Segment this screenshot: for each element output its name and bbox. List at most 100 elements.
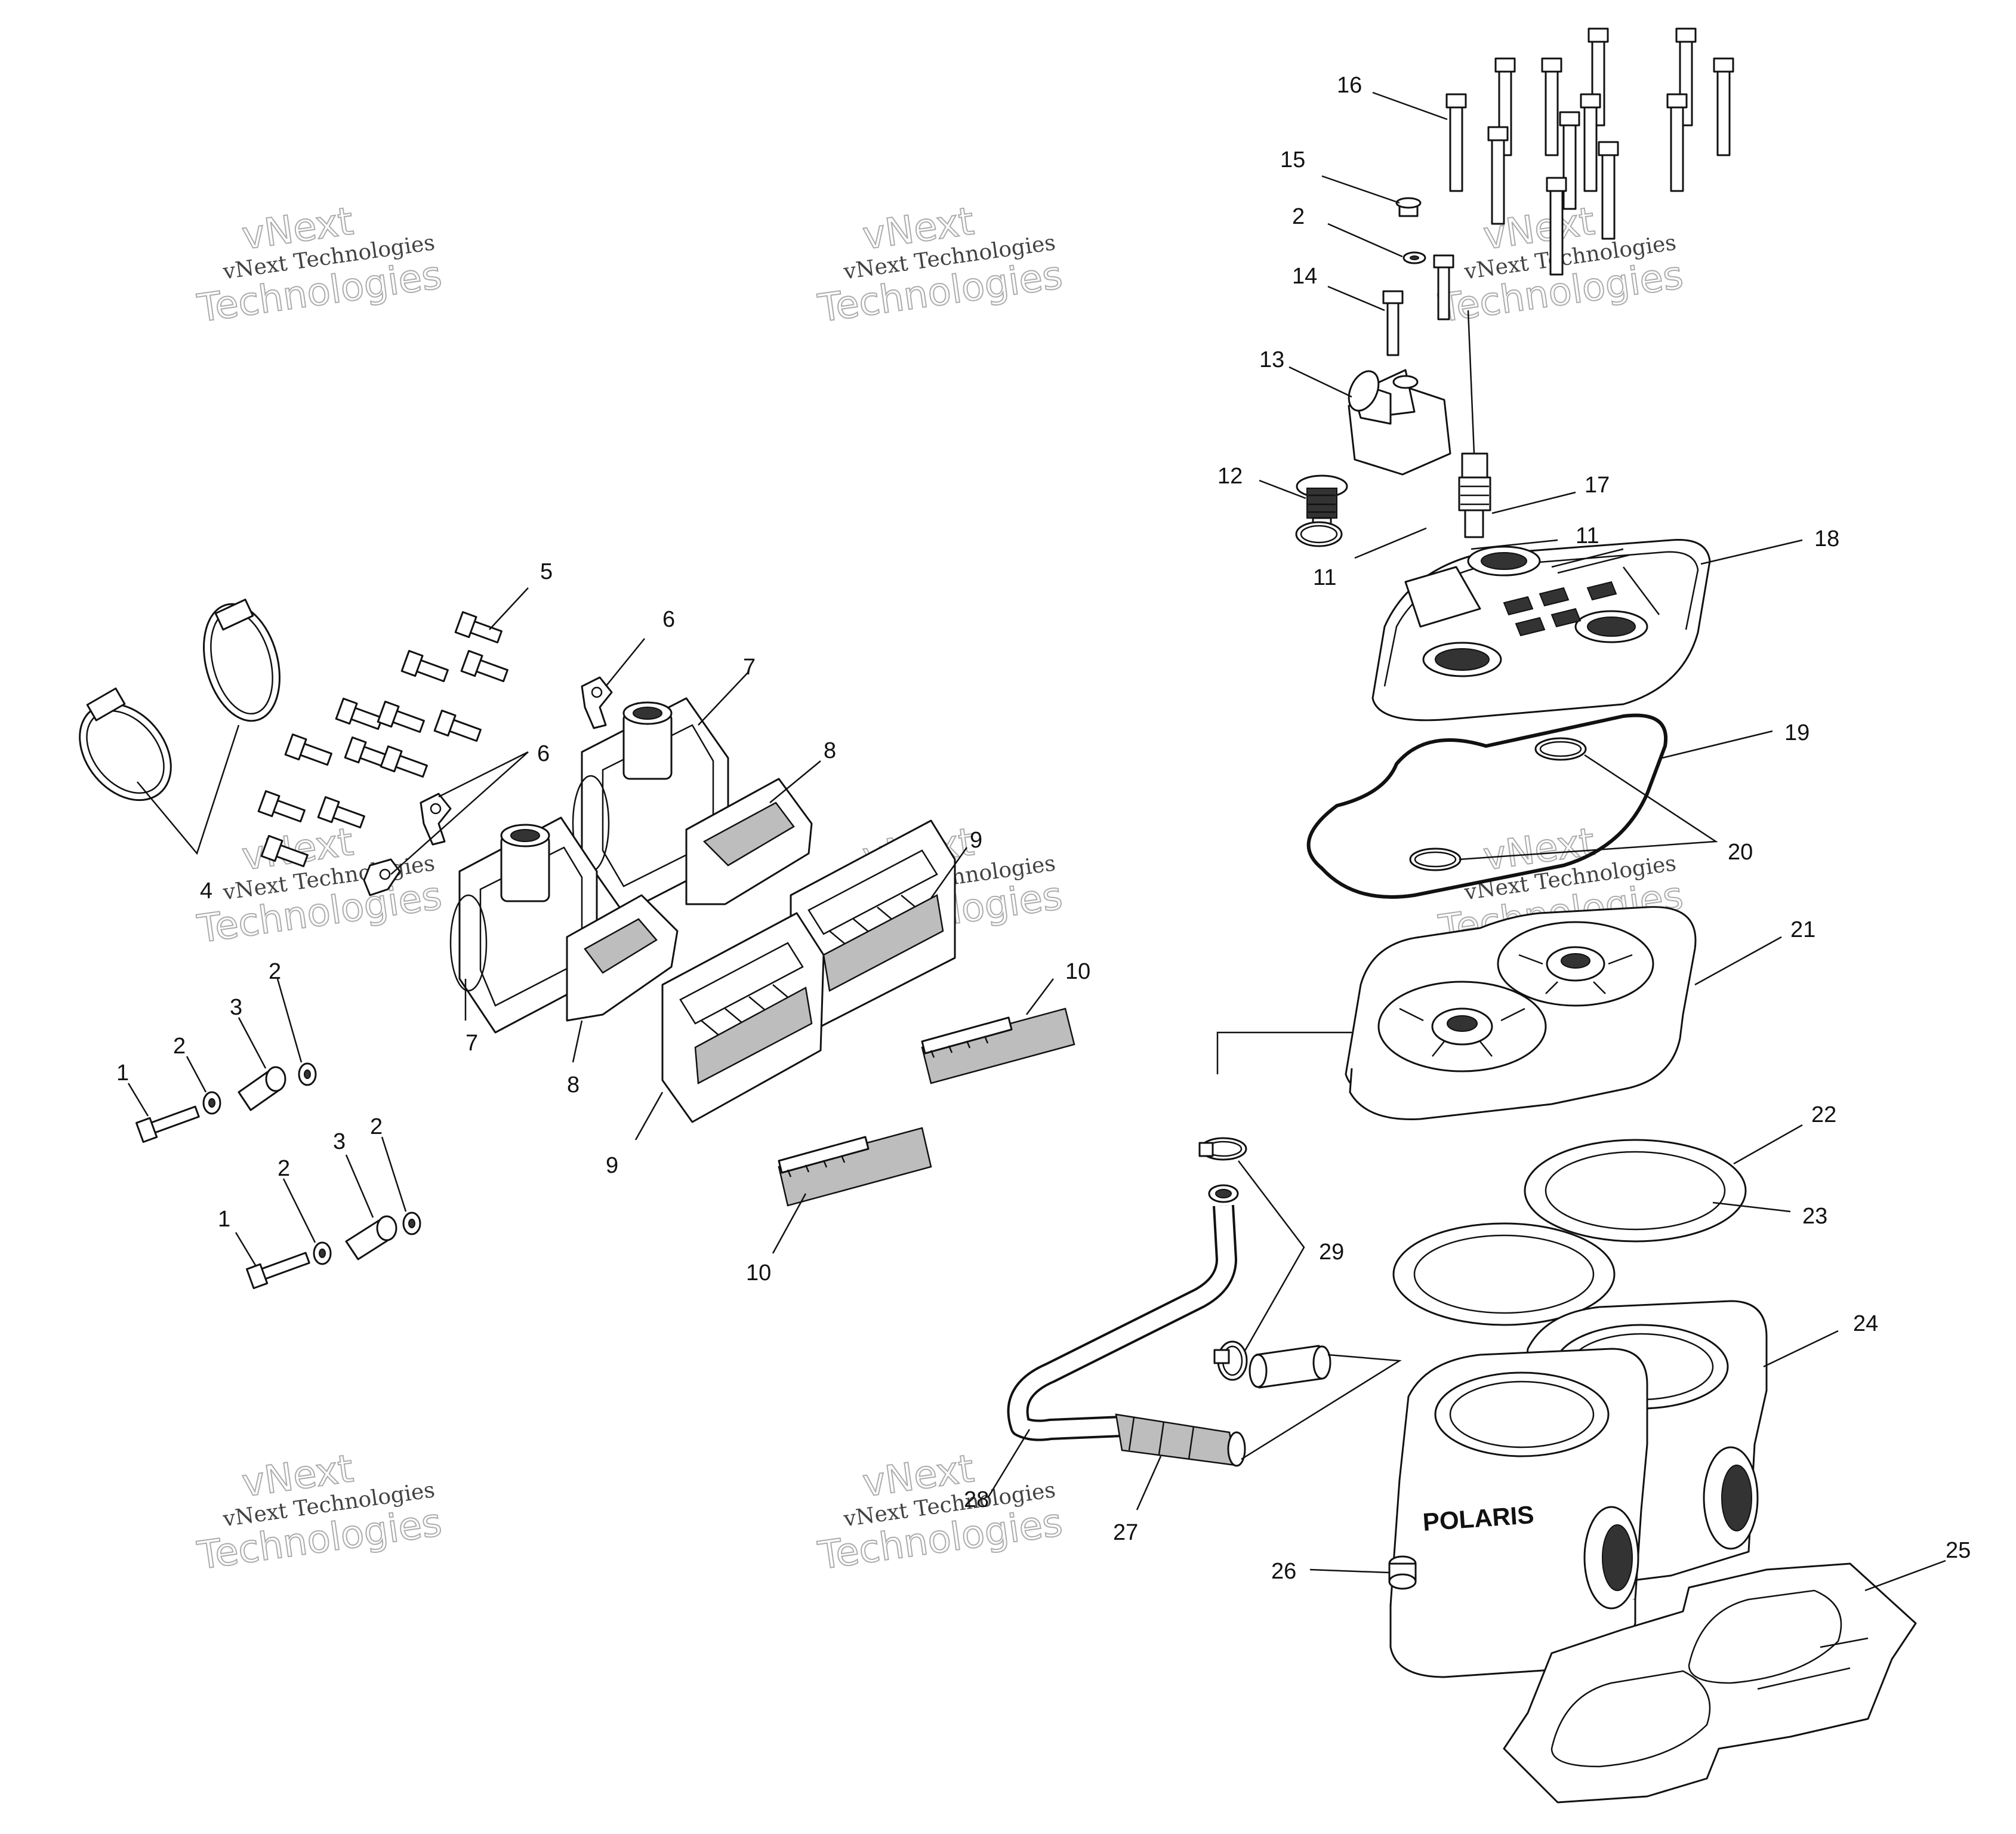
intake-adapter-lower bbox=[449, 816, 598, 1034]
bracket bbox=[581, 676, 613, 729]
cable-brackets bbox=[363, 676, 613, 896]
bracket bbox=[420, 793, 452, 846]
cylinder-head bbox=[1345, 906, 1697, 1120]
bolt bbox=[1546, 177, 1567, 276]
callout-12: 12 bbox=[1217, 464, 1243, 489]
callout-1: 1 bbox=[218, 1207, 230, 1232]
callout-9: 9 bbox=[606, 1153, 618, 1178]
callout-26: 26 bbox=[1271, 1559, 1296, 1584]
bolt bbox=[317, 796, 365, 828]
callout-6: 6 bbox=[662, 607, 675, 632]
cover-bolt bbox=[1433, 254, 1454, 320]
callout-2: 2 bbox=[278, 1156, 290, 1181]
spacer bbox=[238, 1066, 286, 1111]
o-ring-small bbox=[1295, 521, 1343, 547]
callout-18: 18 bbox=[1814, 526, 1839, 551]
callout-20: 20 bbox=[1728, 840, 1753, 865]
callout-8: 8 bbox=[824, 738, 836, 763]
bolt bbox=[246, 1252, 310, 1289]
bolt bbox=[284, 733, 332, 766]
head-o-ring-gasket bbox=[1306, 713, 1668, 899]
fastener-set-upper bbox=[135, 1062, 317, 1143]
callout-21: 21 bbox=[1790, 917, 1815, 942]
bolt bbox=[1487, 126, 1509, 225]
reed-petal-lower bbox=[778, 1127, 932, 1207]
head-bolts bbox=[1445, 27, 1734, 276]
hose-clamp-upper bbox=[203, 599, 280, 722]
watermark-top-right: vNext vNext Technologies Technologies bbox=[1435, 199, 1686, 332]
watermark-bottom-center: vNext vNext Technologies Technologies bbox=[815, 1446, 1065, 1579]
thermostat-housing bbox=[1348, 369, 1451, 476]
callout-13: 13 bbox=[1259, 347, 1284, 372]
fastener-set-lower bbox=[246, 1212, 421, 1289]
hose-clamp-top bbox=[1198, 1137, 1247, 1161]
callout-8: 8 bbox=[567, 1072, 579, 1098]
callout-17: 17 bbox=[1585, 473, 1610, 498]
callout-22: 22 bbox=[1811, 1102, 1836, 1127]
hose-clamp-lower bbox=[79, 688, 172, 802]
callout-9: 9 bbox=[970, 828, 982, 853]
callout-15: 15 bbox=[1280, 147, 1305, 172]
callout-7: 7 bbox=[466, 1031, 478, 1056]
callout-25: 25 bbox=[1946, 1538, 1971, 1563]
callout-7: 7 bbox=[743, 655, 756, 680]
callout-10: 10 bbox=[746, 1260, 771, 1286]
leader-lines bbox=[127, 91, 1946, 1592]
callout-3: 3 bbox=[230, 995, 242, 1020]
watermark-bottom-left: vNext vNext Technologies Technologies bbox=[194, 1446, 445, 1579]
callout-27: 27 bbox=[1113, 1520, 1138, 1545]
callout-2: 2 bbox=[269, 959, 281, 984]
bolt bbox=[1541, 57, 1562, 156]
callout-14: 14 bbox=[1292, 264, 1317, 289]
bolt bbox=[1598, 141, 1619, 240]
callout-5: 5 bbox=[540, 559, 553, 584]
hose-clamps bbox=[79, 599, 280, 802]
bolt bbox=[1445, 93, 1467, 192]
callout-10: 10 bbox=[1065, 959, 1090, 984]
callout-4: 4 bbox=[200, 879, 212, 904]
dowel-pin bbox=[1388, 1555, 1417, 1590]
crankcase-gasket bbox=[1503, 1562, 1917, 1804]
bolt bbox=[335, 698, 383, 730]
callout-11: 11 bbox=[1576, 523, 1599, 548]
callout-11: 11 bbox=[1313, 565, 1336, 590]
wedge-spacer-upper bbox=[685, 778, 813, 905]
callout-19: 19 bbox=[1784, 720, 1810, 745]
bolt bbox=[433, 710, 482, 742]
callout-24: 24 bbox=[1853, 1311, 1878, 1336]
callout-2: 2 bbox=[370, 1114, 383, 1139]
callout-23: 23 bbox=[1802, 1204, 1827, 1229]
cylinder-gasket-lower bbox=[1392, 1222, 1616, 1326]
cylinder-block: POLARIS bbox=[1389, 1300, 1768, 1678]
cylinder-head-cover bbox=[1371, 538, 1711, 722]
bolt bbox=[1580, 93, 1601, 192]
bolt bbox=[400, 650, 449, 682]
bolt bbox=[135, 1105, 200, 1143]
sealing-washer bbox=[1402, 251, 1426, 264]
watermark-top-center: vNext vNext Technologies Technologies bbox=[815, 199, 1065, 332]
spacer bbox=[345, 1215, 397, 1260]
wedge-spacer-lower bbox=[566, 894, 679, 1022]
bolt bbox=[377, 701, 425, 733]
watermark-top-left: vNext vNext Technologies Technologies bbox=[194, 199, 445, 332]
bleed-screw bbox=[1395, 197, 1422, 217]
bracket bbox=[363, 858, 401, 896]
callout-2: 2 bbox=[1292, 204, 1305, 229]
callout-labels: 1 1 2 2 2 2 2 3 3 4 5 6 6 7 7 8 8 9 9 10… bbox=[116, 73, 1971, 1584]
coolant-hose bbox=[1007, 1184, 1239, 1441]
watermark-mid-left: vNext vNext Technologies Technologies bbox=[194, 819, 445, 953]
cylinder-gasket-upper bbox=[1524, 1139, 1747, 1243]
coolant-hose-sleeve bbox=[1115, 1413, 1246, 1467]
o-ring-upper bbox=[1534, 737, 1587, 761]
bolt bbox=[460, 650, 508, 682]
callout-29: 29 bbox=[1319, 1240, 1344, 1265]
reed-cage-lower bbox=[661, 912, 825, 1123]
bolt bbox=[1666, 93, 1688, 192]
hose-clamp-bottom bbox=[1213, 1340, 1248, 1381]
temperature-sensor bbox=[1458, 310, 1491, 538]
bolt bbox=[454, 611, 503, 643]
bolt bbox=[1713, 57, 1734, 156]
callout-3: 3 bbox=[333, 1129, 346, 1154]
callout-1: 1 bbox=[116, 1061, 129, 1086]
